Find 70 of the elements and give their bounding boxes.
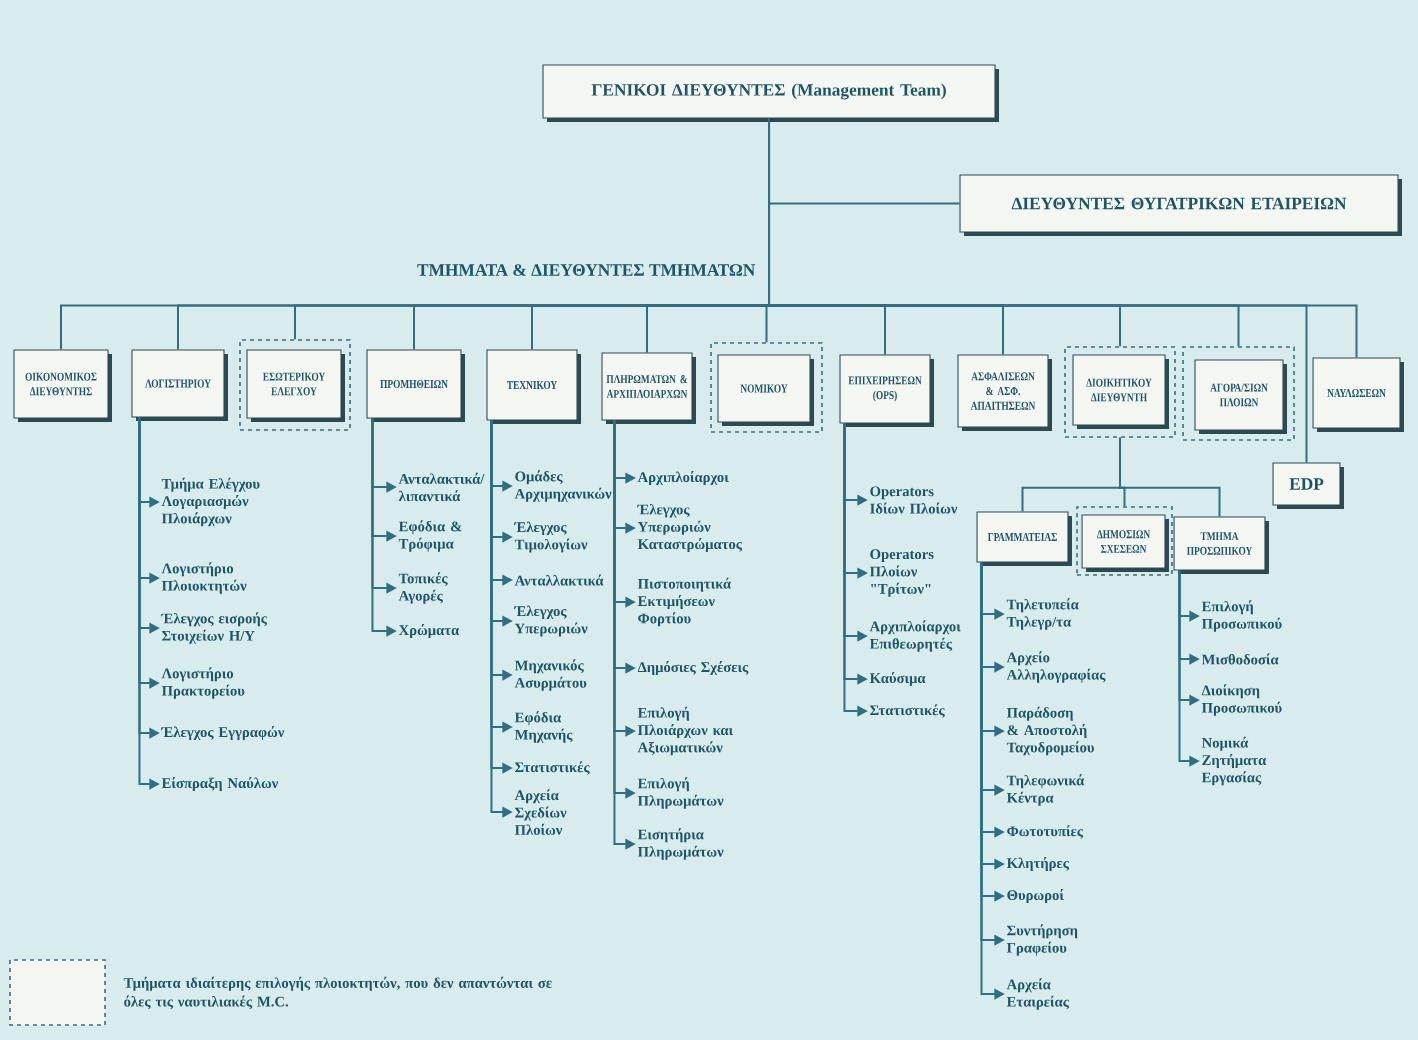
department-box: ΑΓΟΡΑ/ΣΙΩΝ ΠΛΟΙΩΝ (1194, 359, 1287, 434)
department-box: ΔΗΜΟΣΙΩΝ ΣΧΕΣΕΩΝ (1081, 514, 1169, 573)
department-box: ΠΡΟΜΗΘΕΙΩΝ (366, 349, 465, 422)
department-box: ΝΑΥΛΩΣΕΩΝ (1312, 357, 1404, 432)
task-label: Διοίκηση Προσωπικού (1201, 684, 1282, 716)
task-label: Θυρωροί (1007, 889, 1064, 903)
task-label: Επιλογή Προσωπικού (1201, 600, 1282, 632)
department-box: ΔΙΟΙΚΗΤΙΚΟΥ ΔΙΕΥΘΥΝΤΗ (1072, 354, 1169, 429)
department-box: ΕΣΩΤΕΡΙΚΟΥ ΕΛΕΓΧΟΥ (246, 349, 345, 422)
department-box: ΛΟΓΙΣΤΗΡΙΟΥ (131, 349, 228, 421)
task-label: Operators Ιδίων Πλοίων (870, 486, 958, 514)
department-box: ΟΙΚΟΝΟΜΙΚΟΣ ΔΙΕΥΘΥΝΤΗΣ (13, 349, 112, 422)
task-label: Είσπραξη Ναύλων (161, 777, 279, 791)
task-label: Φωτοτυπίες (1007, 825, 1084, 839)
task-label: Έλεγχος εισροής Στοιχείων Η/Υ (161, 612, 268, 644)
department-box: ΓΕΝΙΚΟΙ ΔΙΕΥΘΥΝΤΕΣ (Management Team) (542, 64, 999, 123)
dashed-frame (1076, 506, 1173, 576)
department-box: ΓΡΑΜΜΑΤΕΙΑΣ (976, 511, 1072, 566)
dashed-frame (710, 342, 823, 433)
task-label: Χρώματα (398, 624, 460, 638)
task-label: Μηχανικός Ασυρμάτου (514, 659, 587, 691)
connector-line (768, 117, 1308, 464)
task-label: Έλεγχος Υπερωριών (514, 605, 588, 637)
task-label: Εισητήρια Πληρωμάτων (637, 828, 724, 860)
task-label: Τμήμα Ελέγχου Λογαριασμών Πλοιάρχων (161, 477, 260, 527)
task-label: Τοπικές Αγορές (398, 572, 448, 604)
task-label: Στατιστικές (870, 704, 945, 718)
department-box: ΔΙΕΥΘΥΝΤΕΣ ΘΥΓΑΤΡΙΚΩΝ ΕΤΑΙΡΕΙΩΝ (959, 174, 1402, 237)
task-label: Λογιστήριο Πλοιοκτητών (161, 562, 247, 594)
task-label: Παράδοση & Αποστολή Ταχυδρομείου (1006, 706, 1094, 756)
department-box: ΝΟΜΙΚΟΥ (717, 354, 814, 426)
task-label: Ομάδες Αρχιμηχανικών (514, 470, 612, 502)
task-label: Αρχεία Εταιρείας (1006, 978, 1070, 1010)
department-box: ΑΣΦΑΛΙΣΕΩΝ & ΑΣΦ. ΑΠΑΙΤΗΣΕΩΝ (957, 354, 1052, 431)
task-label: Επιλογή Πληρωμάτων (637, 777, 724, 809)
dashed-frame (239, 339, 351, 431)
task-label: Αρχείο Αλληλογραφίας (1006, 651, 1106, 683)
department-box: ΤΜΗΜΑ ΠΡΟΣΩΠΙΚΟΥ (1173, 516, 1269, 575)
task-label: Εφόδια Μηχανής (514, 711, 573, 743)
legend-entry: Τμήματα ιδιαίτερης επιλογής πλοιοκτητών, που δεν απαντώνται σε όλες τις ναυτιλιακές M.C. (9, 959, 552, 1026)
task-label: Έλεγχος Εγγραφών (161, 726, 285, 740)
department-box: ΤΕΧΝΙΚΟΥ (486, 349, 581, 424)
task-label: Συντήρηση Γραφείου (1006, 924, 1078, 956)
task-label: Στατιστικές (515, 761, 590, 775)
task-label: Αρχιπλοίαρχοι Επιθεωρητές (869, 620, 961, 652)
task-label: Πιστοποιητικά Εκτιμήσεων Φορτίου (637, 577, 731, 627)
dashed-frame (1182, 346, 1295, 441)
dashed-frame (1064, 346, 1176, 438)
department-box: ΠΛΗΡΩΜΑΤΩΝ & ΑΡΧΙΠΛΟΙΑΡΧΩΝ (601, 352, 696, 424)
connector-line (1119, 436, 1221, 518)
task-label: Αρχιπλοίαρχοι (637, 471, 729, 485)
task-label: Operators Πλοίων "Τρίτων" (869, 549, 934, 597)
department-box: ΕΠΙΧΕΙΡΗΣΕΩΝ (OPS) (839, 354, 934, 427)
task-label: Έλεγχος Τιμολογίων (514, 521, 588, 553)
task-label: Νομικά Ζητήματα Εργασίας (1201, 736, 1267, 786)
department-box: EDP (1272, 462, 1344, 509)
task-label: Επιλογή Πλοιάρχων και Αξιωματικών (637, 706, 734, 756)
task-label: Εφόδια & Τρόφιμα (398, 520, 462, 552)
task-label: Τηλεφωνικά Κέντρα (1006, 774, 1085, 806)
task-label: Αρχεία Σχεδίων Πλοίων (514, 789, 567, 835)
task-label: Τηλετυπεία Τηλεγρ/τα (1006, 598, 1079, 630)
section-heading: ΤΜΗΜΑΤΑ & ΔΙΕΥΘΥΝΤΕΣ ΤΜΗΜΑΤΩΝ (417, 264, 756, 276)
task-label: Κλητήρες (1006, 857, 1070, 871)
task-label: Δημόσιες Σχέσεις (637, 661, 749, 675)
task-label: Μισθοδοσία (1201, 653, 1279, 665)
task-label: Έλεγχος Υπερωριών Καταστρώματος (637, 503, 743, 553)
task-label: Ανταλακτικά/ λιπαντικά (398, 472, 485, 502)
task-label: Καύσιμα (869, 672, 926, 686)
task-label: Λογιστήριο Πρακτορείου (161, 667, 245, 699)
task-label: Ανταλλακτικά (514, 574, 604, 586)
